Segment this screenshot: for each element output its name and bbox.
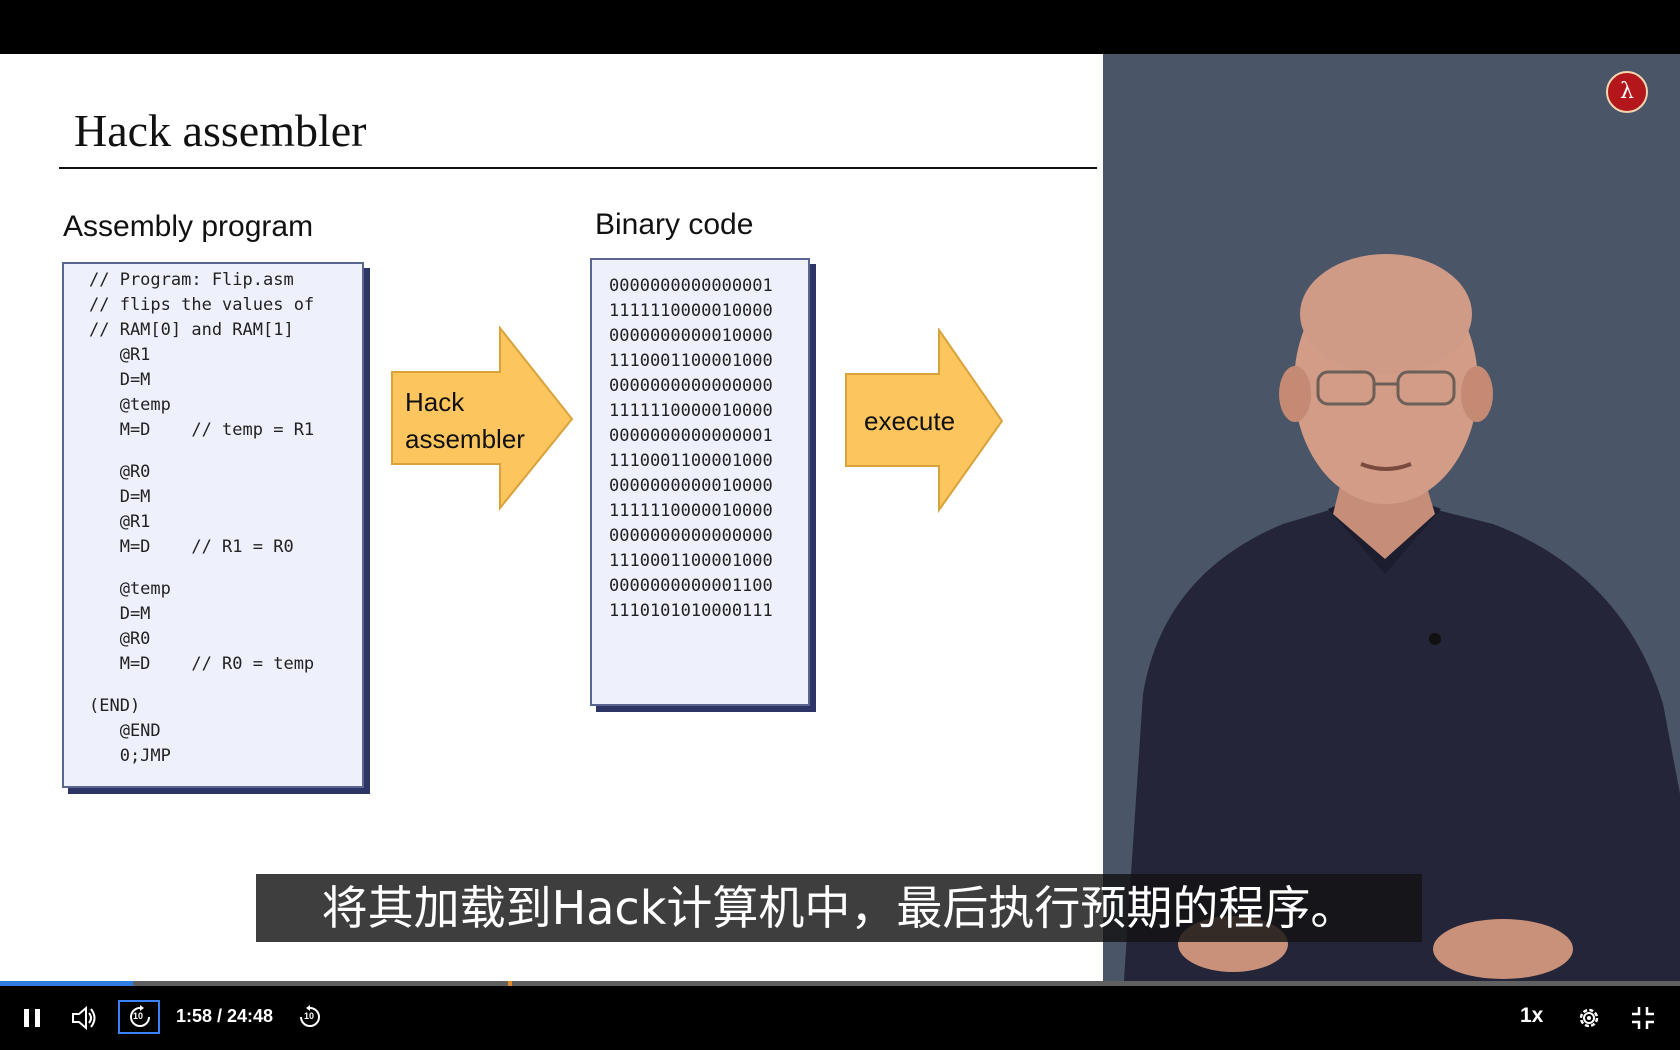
arrow-label-execute: execute [864, 406, 956, 436]
rewind-button[interactable]: 10 [118, 1000, 160, 1034]
asm-line: // flips the values of [89, 295, 315, 315]
arrow-label-assembler: assembler [405, 424, 525, 454]
bin-line: 1111110000010000 [609, 401, 773, 421]
binary-code-box: 0000000000000001 1111110000010000 000000… [590, 258, 810, 706]
asm-line: D=M [89, 370, 151, 390]
bin-line: 0000000000010000 [609, 476, 773, 496]
gear-icon[interactable] [1576, 1005, 1602, 1031]
binary-heading: Binary code [595, 208, 754, 241]
asm-line: @END [89, 721, 161, 741]
presenter-image [1123, 254, 1680, 995]
bin-line: 1111110000010000 [609, 501, 773, 521]
progress-marker [508, 981, 512, 986]
playback-speed-button[interactable]: 1x [1520, 1004, 1544, 1027]
forward-10-icon [300, 1005, 320, 1027]
progress-fill [0, 981, 133, 986]
channel-logo-icon: λ [1606, 71, 1648, 113]
bin-line: 1110001100001000 [609, 551, 773, 571]
bin-line: 0000000000000000 [609, 376, 773, 396]
progress-bar[interactable] [0, 981, 1680, 986]
assembly-heading: Assembly program [63, 210, 314, 243]
asm-line: (END) [89, 696, 141, 716]
bin-line: 1110101010000111 [609, 601, 773, 621]
exit-fullscreen-icon[interactable] [1631, 1006, 1655, 1030]
asm-line: @R1 [89, 512, 151, 532]
asm-line: M=D // R0 = temp [89, 654, 315, 674]
bin-line: 0000000000000000 [609, 526, 773, 546]
player-controls: 10 1:58 / 24:48 10 1x [0, 986, 1680, 1050]
asm-line: M=D // R1 = R0 [89, 537, 294, 557]
top-black-bar [0, 0, 1680, 54]
execute-arrow [845, 328, 1004, 514]
bin-line: 0000000000010000 [609, 326, 773, 346]
forward-button[interactable]: 10 [296, 1000, 326, 1034]
hack-assembler-arrow [391, 326, 574, 511]
asm-line: D=M [89, 487, 151, 507]
asm-line: @R0 [89, 629, 151, 649]
asm-line: // Program: Flip.asm [89, 270, 294, 290]
bin-line: 0000000000000001 [609, 276, 773, 296]
asm-line: @temp [89, 395, 171, 415]
lecture-slide: Hack assembler Assembly program Binary c… [0, 54, 1103, 995]
volume-icon[interactable] [71, 1005, 97, 1031]
presenter-video [1103, 54, 1680, 995]
asm-line: @temp [89, 579, 171, 599]
bin-line: 1111110000010000 [609, 301, 773, 321]
subtitle-caption: 将其加载到Hack计算机中，最后执行预期的程序。 [256, 874, 1422, 942]
asm-line: M=D // temp = R1 [89, 420, 315, 440]
video-frame[interactable]: Hack assembler Assembly program Binary c… [0, 54, 1680, 995]
time-display: 1:58 / 24:48 [176, 1006, 274, 1026]
arrow-label-hack: Hack [405, 387, 465, 417]
assembly-code-box: // Program: Flip.asm // flips the values… [62, 262, 364, 788]
asm-line: 0;JMP [89, 746, 171, 766]
slide-title: Hack assembler [74, 105, 367, 156]
rewind-10-icon [130, 1005, 150, 1027]
forward-seconds: 10 [304, 1011, 315, 1021]
pause-icon[interactable] [22, 1008, 42, 1028]
bin-line: 1110001100001000 [609, 351, 773, 371]
asm-line: D=M [89, 604, 151, 624]
bin-line: 1110001100001000 [609, 451, 773, 471]
rewind-seconds: 10 [133, 1011, 144, 1021]
asm-line: @R1 [89, 345, 151, 365]
asm-line: // RAM[0] and RAM[1] [89, 320, 294, 340]
title-underline [59, 167, 1097, 169]
bin-line: 0000000000001100 [609, 576, 773, 596]
asm-line: @R0 [89, 462, 151, 482]
bin-line: 0000000000000001 [609, 426, 773, 446]
